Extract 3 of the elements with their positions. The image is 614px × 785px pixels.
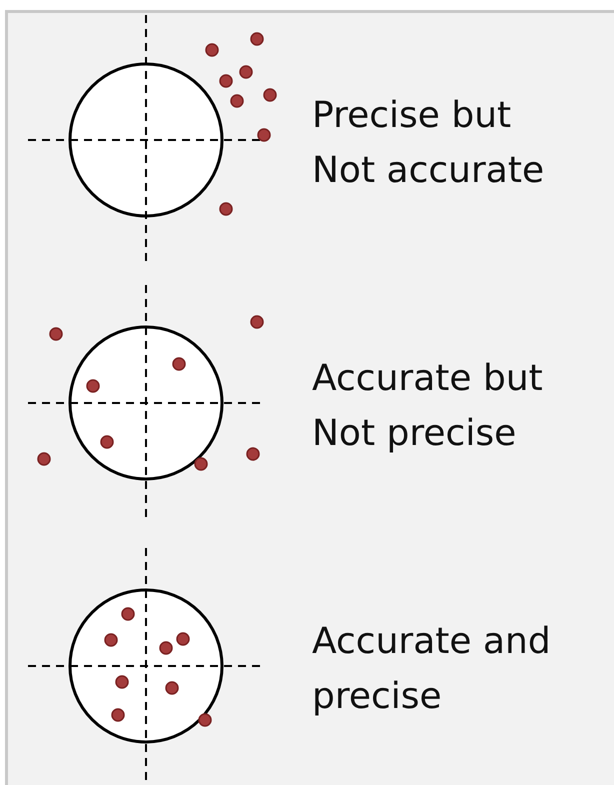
target-caption: Accurate but Not precise (312, 357, 544, 456)
target-caption: Accurate and precise (312, 620, 552, 719)
target-caption: Precise but Not accurate (312, 94, 546, 193)
